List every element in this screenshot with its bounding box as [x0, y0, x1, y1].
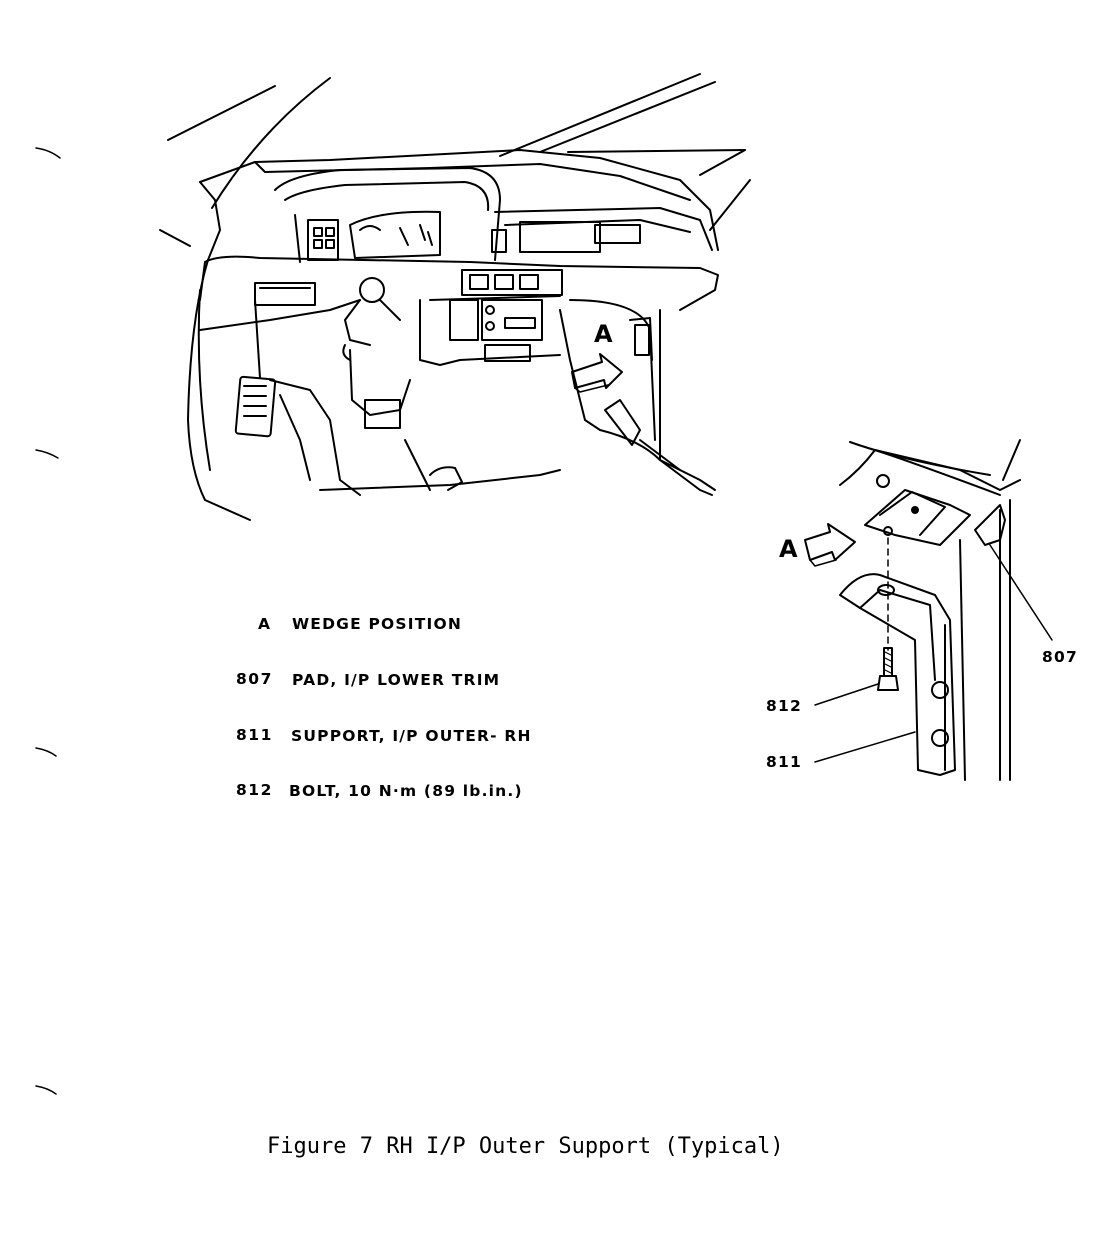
- legend-text-812: BOLT, 10 N·m (89 lb.in.): [289, 782, 523, 800]
- legend-text-a: WEDGE POSITION: [292, 615, 463, 633]
- legend-key-807: 807: [236, 670, 273, 688]
- legend-key-a: A: [258, 615, 272, 633]
- legend-key-811: 811: [236, 726, 273, 744]
- dashboard-view: [159, 73, 751, 521]
- margin-marks: [35, 147, 61, 1095]
- legend-text-811: SUPPORT, I/P OUTER- RH: [291, 727, 532, 745]
- callout-812: 812: [766, 697, 802, 715]
- figure-caption: Figure 7 RH I/P Outer Support (Typical): [267, 1134, 784, 1159]
- callout-a-main: A: [594, 320, 613, 348]
- legend-text-807: PAD, I/P LOWER TRIM: [292, 671, 501, 689]
- support-detail-view: [804, 439, 1053, 781]
- callout-811: 811: [766, 753, 802, 771]
- callout-807: 807: [1042, 648, 1078, 666]
- callout-a-detail: A: [779, 535, 798, 563]
- legend-key-812: 812: [236, 781, 273, 799]
